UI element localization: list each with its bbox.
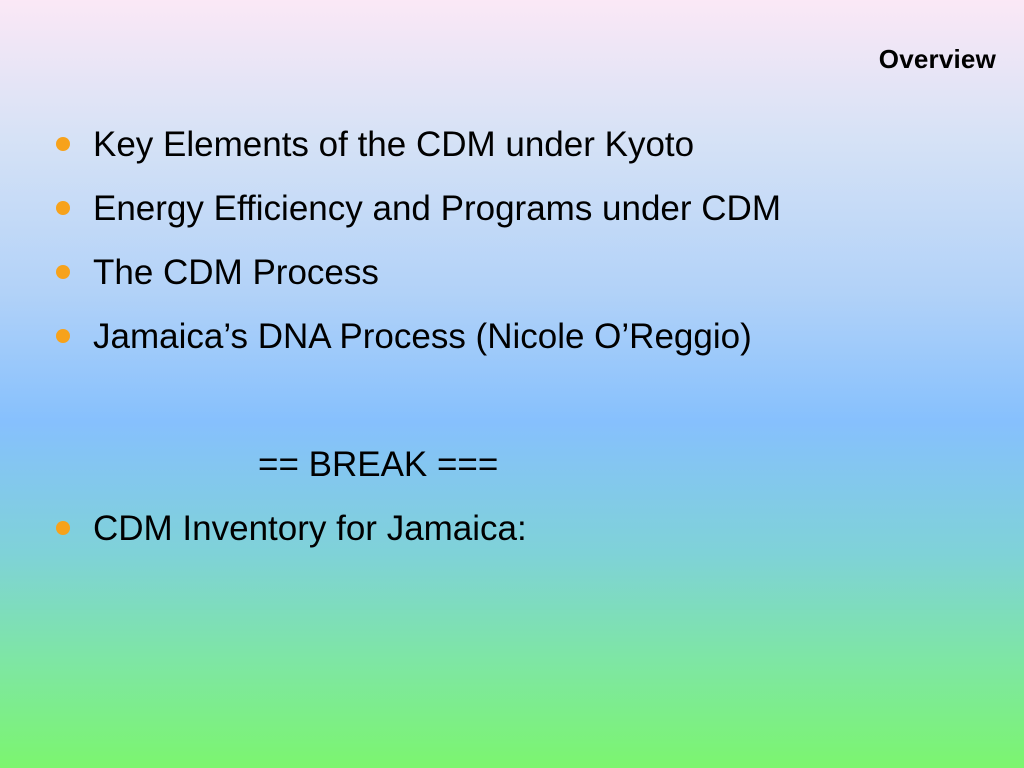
break-text: == BREAK === [258, 445, 499, 484]
bullet-dot-icon [56, 265, 70, 279]
bullet-item: Key Elements of the CDM under Kyoto [56, 120, 996, 184]
bullet-text: CDM Inventory for Jamaica: [93, 509, 527, 548]
bullet-item: Energy Efficiency and Programs under CDM [56, 184, 996, 248]
bullet-dot-icon [56, 137, 70, 151]
bullet-text: Jamaica’s DNA Process (Nicole O’Reggio) [93, 317, 752, 356]
bullet-list: Key Elements of the CDM under Kyoto Ener… [56, 120, 996, 568]
bullet-dot-icon [56, 521, 70, 535]
bullet-text: The CDM Process [93, 253, 379, 292]
bullet-dot-icon [56, 329, 70, 343]
bullet-text: Key Elements of the CDM under Kyoto [93, 125, 695, 164]
bullet-item: CDM Inventory for Jamaica: [56, 504, 996, 568]
bullet-dot-icon [56, 201, 70, 215]
break-line: == BREAK === [56, 440, 996, 504]
blank-line [56, 376, 996, 440]
bullet-text: Energy Efficiency and Programs under CDM [93, 189, 781, 228]
bullet-item: Jamaica’s DNA Process (Nicole O’Reggio) [56, 312, 996, 376]
slide-title: Overview [878, 44, 996, 74]
bullet-item: The CDM Process [56, 248, 996, 312]
